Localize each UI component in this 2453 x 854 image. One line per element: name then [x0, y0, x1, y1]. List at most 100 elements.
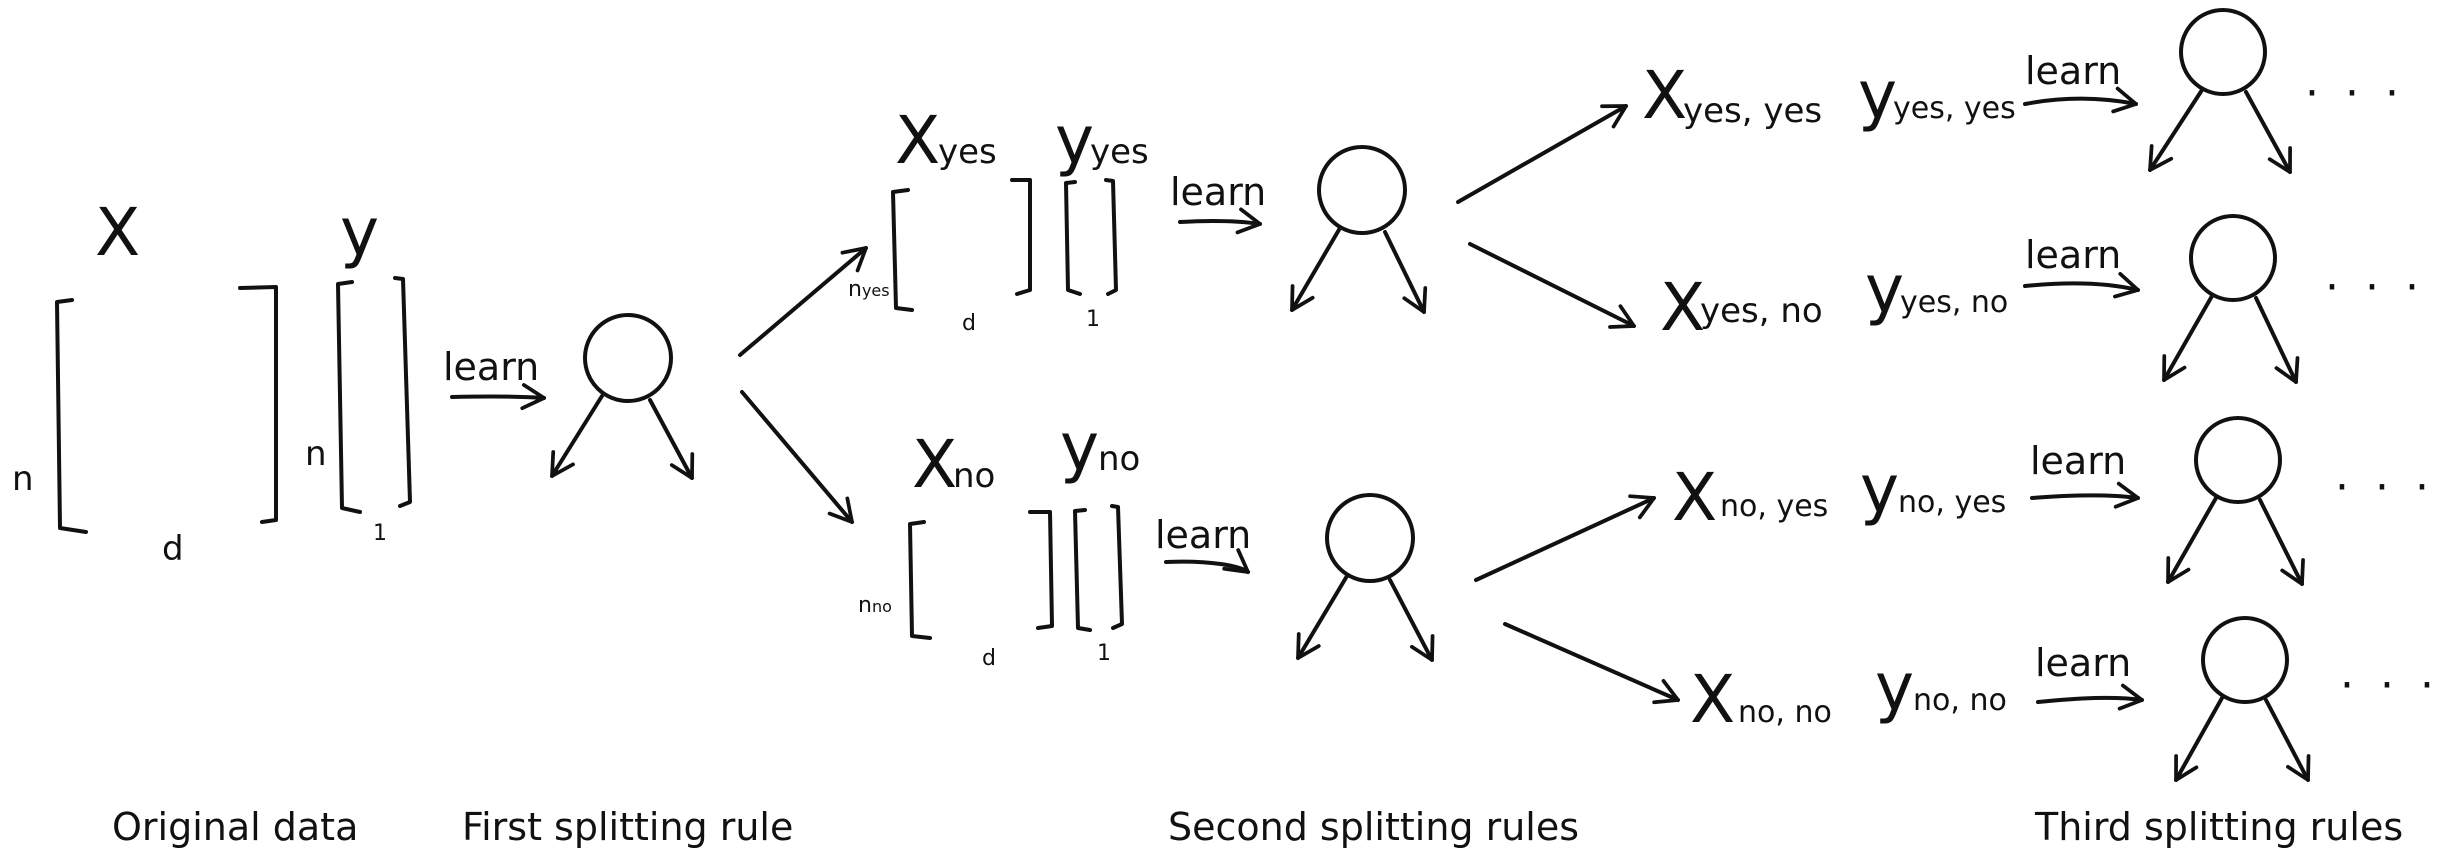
- arrow-to-no-no: [1503, 622, 1680, 705]
- third-data-yes-no: X yes, no y yes, no: [1660, 251, 2008, 346]
- third-3-y-main: y: [1875, 649, 1914, 726]
- third-split-node-0: [2148, 8, 2292, 174]
- original-x-matrix-right-bracket: [238, 285, 278, 524]
- ellipsis-3: · · ·: [2340, 660, 2440, 711]
- split-no-x-sub: no: [953, 456, 995, 496]
- original-n-rows-label: n: [12, 459, 34, 499]
- original-data-group: X y n n d 1: [12, 194, 412, 569]
- split-yes-d-cols-label: d: [962, 311, 976, 336]
- split-no-y-sub: no: [1098, 439, 1140, 479]
- first-split-node-circle: [583, 313, 673, 403]
- third-data-yes-yes: X yes, yes y yes, yes: [1642, 57, 2016, 134]
- split-yes-x-sub: yes: [938, 132, 997, 172]
- third-0-y-main: y: [1858, 57, 1897, 134]
- third-2-y-sub: no, yes: [1898, 485, 2006, 520]
- split-no-n-rows-label: nno: [858, 593, 892, 618]
- arrow-to-yes-split: [738, 246, 868, 357]
- learn-label-yes: learn: [1170, 170, 1266, 214]
- ellipsis-0: · · ·: [2305, 68, 2405, 119]
- third-0-x-main: X: [1642, 57, 1687, 134]
- original-one-col-label: 1: [373, 521, 387, 546]
- stage-caption-first: First splitting rule: [462, 805, 793, 849]
- arrow-to-no-yes: [1474, 494, 1656, 582]
- third-data-no-yes: X no, yes y no, yes: [1672, 451, 2006, 536]
- third-split-node-3: [2174, 616, 2311, 782]
- split-yes-y-sub: yes: [1090, 132, 1149, 172]
- learn-label-third-1: learn: [2025, 233, 2121, 277]
- split-no-n-sub: no: [872, 597, 892, 616]
- third-node-3-right-branch: [2264, 698, 2311, 782]
- second-split-no-right-branch: [1388, 578, 1435, 662]
- second-split-node-yes: [1290, 145, 1428, 314]
- stage-caption-original: Original data: [112, 805, 358, 849]
- third-node-1-left-branch: [2162, 294, 2214, 382]
- learn-label-third-3: learn: [2035, 641, 2131, 685]
- second-split-node-no-circle: [1325, 493, 1415, 583]
- arrow-to-yes-yes: [1456, 104, 1628, 204]
- third-split-node-0-circle: [2179, 8, 2267, 96]
- original-y-vector-left-bracket: [336, 280, 362, 514]
- split-yes-x-matrix-right-bracket: [1010, 178, 1032, 296]
- original-y-n-rows-label: n: [305, 434, 327, 474]
- split-no-n-main: n: [858, 593, 872, 618]
- split-no-x-matrix-left-bracket: [908, 520, 932, 640]
- arrow-to-no-split: [740, 390, 854, 524]
- split-yes-n-main: n: [848, 277, 862, 302]
- original-x-matrix-left-bracket: [55, 298, 88, 534]
- original-y-label: y: [340, 194, 379, 271]
- second-split-node-yes-circle: [1317, 145, 1407, 235]
- third-2-x-main: X: [1672, 459, 1717, 536]
- split-yes-group: X yes y yes nyes d 1: [848, 102, 1149, 336]
- split-yes-y-vector-left-bracket: [1064, 180, 1082, 296]
- third-split-node-3-circle: [2201, 616, 2289, 704]
- original-x-label: X: [95, 194, 140, 271]
- third-1-y-sub: yes, no: [1900, 285, 2008, 320]
- arrow-to-yes-no: [1468, 242, 1636, 329]
- learn-arrow-no: [1164, 548, 1250, 574]
- third-split-node-1: [2162, 214, 2300, 384]
- third-node-0-right-branch: [2244, 90, 2292, 174]
- third-data-no-no: X no, no y no, no: [1690, 649, 2007, 738]
- third-node-0-left-branch: [2148, 88, 2204, 172]
- split-yes-n-sub: yes: [862, 281, 890, 300]
- third-3-x-sub: no, no: [1738, 695, 1832, 730]
- first-split-node: [550, 313, 695, 480]
- third-1-x-sub: yes, no: [1700, 291, 1823, 331]
- third-node-2-right-branch: [2258, 498, 2305, 586]
- second-split-node-no: [1296, 493, 1435, 662]
- third-2-y-main: y: [1860, 451, 1899, 528]
- third-2-x-sub: no, yes: [1720, 489, 1828, 524]
- learn-arrow-third-1: [2023, 271, 2140, 299]
- ellipsis-2: · · ·: [2335, 462, 2435, 513]
- learn-arrow-third-0: [2023, 86, 2138, 114]
- split-yes-one-col-label: 1: [1086, 307, 1100, 332]
- stage-caption-second: Second splitting rules: [1168, 805, 1579, 849]
- third-3-y-sub: no, no: [1913, 683, 2007, 718]
- split-no-one-col-label: 1: [1097, 641, 1111, 666]
- split-yes-y-vector-right-bracket: [1104, 178, 1118, 296]
- learn-arrow-third-3: [2036, 683, 2144, 711]
- split-yes-y-main: y: [1055, 102, 1094, 179]
- third-1-x-main: X: [1660, 269, 1705, 346]
- third-1-y-main: y: [1865, 251, 1904, 328]
- split-no-x-matrix-right-bracket: [1028, 510, 1054, 630]
- third-split-node-1-circle: [2189, 214, 2277, 302]
- split-no-x-main: X: [912, 426, 957, 503]
- original-y-vector-right-bracket: [393, 276, 412, 508]
- original-d-cols-label: d: [162, 529, 184, 569]
- third-0-y-sub: yes, yes: [1893, 91, 2016, 126]
- second-split-yes-right-branch: [1383, 230, 1428, 314]
- split-no-y-vector-right-bracket: [1110, 504, 1124, 630]
- second-split-no-left-branch: [1296, 574, 1349, 660]
- first-split-right-branch: [648, 398, 695, 480]
- learn-arrow-yes: [1178, 207, 1262, 235]
- split-no-y-main: y: [1060, 409, 1099, 486]
- split-no-y-vector-left-bracket: [1073, 508, 1092, 632]
- learn-arrow-third-2: [2030, 481, 2140, 509]
- third-3-x-main: X: [1690, 661, 1735, 738]
- third-node-2-left-branch: [2166, 496, 2218, 584]
- split-no-group: X no y no nno d 1: [858, 409, 1140, 671]
- third-0-x-sub: yes, yes: [1683, 91, 1822, 131]
- learn-label-third-2: learn: [2030, 439, 2126, 483]
